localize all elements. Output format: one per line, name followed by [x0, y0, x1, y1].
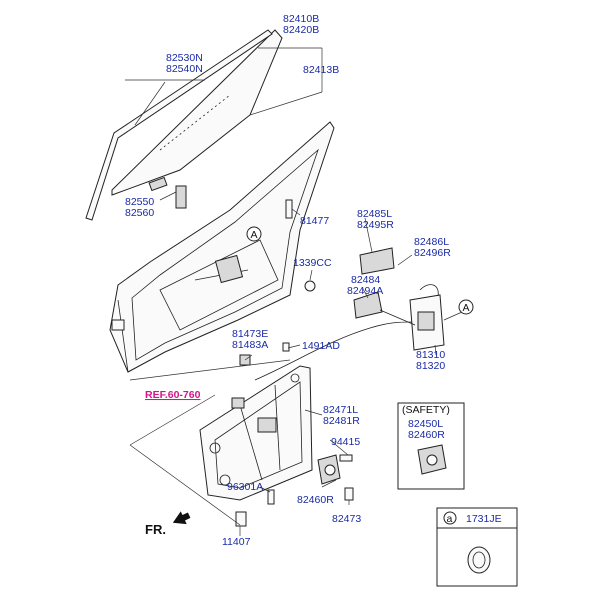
bolt-81477 — [285, 199, 301, 219]
inner-handle — [353, 247, 395, 319]
label-1339cc: 1339CC — [293, 257, 332, 269]
label-82420b: 82420B — [283, 24, 319, 36]
label-82540n: 82540N — [166, 63, 203, 75]
front-arrow — [172, 511, 191, 525]
door-latch — [379, 284, 445, 351]
label-82410b: 82410B — [283, 13, 319, 25]
callout-a-panel: A — [246, 226, 262, 242]
label-82484: 82484 — [351, 274, 380, 286]
screw-94415 — [339, 454, 353, 462]
bolt-11407 — [235, 511, 247, 527]
label-81483a: 81483A — [232, 339, 268, 351]
label-82471l: 82471L — [323, 404, 358, 416]
label-1491ad: 1491AD — [302, 340, 340, 352]
label-82496r: 82496R — [414, 247, 451, 259]
callout-a-label: A — [251, 229, 258, 241]
label-82550: 82550 — [125, 196, 154, 208]
label-11407: 11407 — [222, 536, 251, 548]
screw-82473 — [344, 487, 354, 501]
label-94415: 94415 — [331, 436, 360, 448]
label-81473e: 81473E — [232, 328, 268, 340]
label-82450l: 82450L — [408, 418, 443, 430]
safety-section — [397, 402, 465, 490]
label-1731je: 1731JE — [466, 513, 502, 525]
door-panel — [109, 121, 335, 373]
regulator-motor — [317, 454, 341, 485]
label-82486l: 82486L — [414, 236, 449, 248]
glass-run-channel — [85, 29, 273, 221]
label-81320: 81320 — [416, 360, 445, 372]
label-82481r: 82481R — [323, 415, 360, 427]
screw-96301a — [267, 489, 275, 505]
front-label: FR. — [145, 522, 166, 537]
label-82530n: 82530N — [166, 52, 203, 64]
window-regulator — [199, 365, 313, 501]
glass-stop — [148, 176, 187, 209]
callout-a-label: A — [463, 302, 470, 314]
part-labels: 82410B 82420B 82530N 82540N 82413B 82550… — [125, 13, 502, 548]
label-82473: 82473 — [332, 513, 361, 525]
label-safety: (SAFETY) — [402, 404, 450, 416]
bolt-1339cc — [304, 269, 316, 292]
label-82413b: 82413B — [303, 64, 339, 76]
label-82460r: 82460R — [297, 494, 334, 506]
label-82460r-safety: 82460R — [408, 429, 445, 441]
legend-box — [436, 507, 518, 587]
callout-a-latch: A — [443, 299, 474, 321]
label-82485l: 82485L — [357, 208, 392, 220]
label-82494a: 82494A — [347, 285, 383, 297]
label-96301a: 96301A — [227, 481, 263, 493]
label-81477: 81477 — [300, 215, 329, 227]
ref-link[interactable]: REF.60-760 — [145, 389, 201, 401]
legend-key: a — [447, 513, 453, 525]
label-82495r: 82495R — [357, 219, 394, 231]
label-81310: 81310 — [416, 349, 445, 361]
reference-lines — [125, 47, 437, 536]
label-82560: 82560 — [125, 207, 154, 219]
